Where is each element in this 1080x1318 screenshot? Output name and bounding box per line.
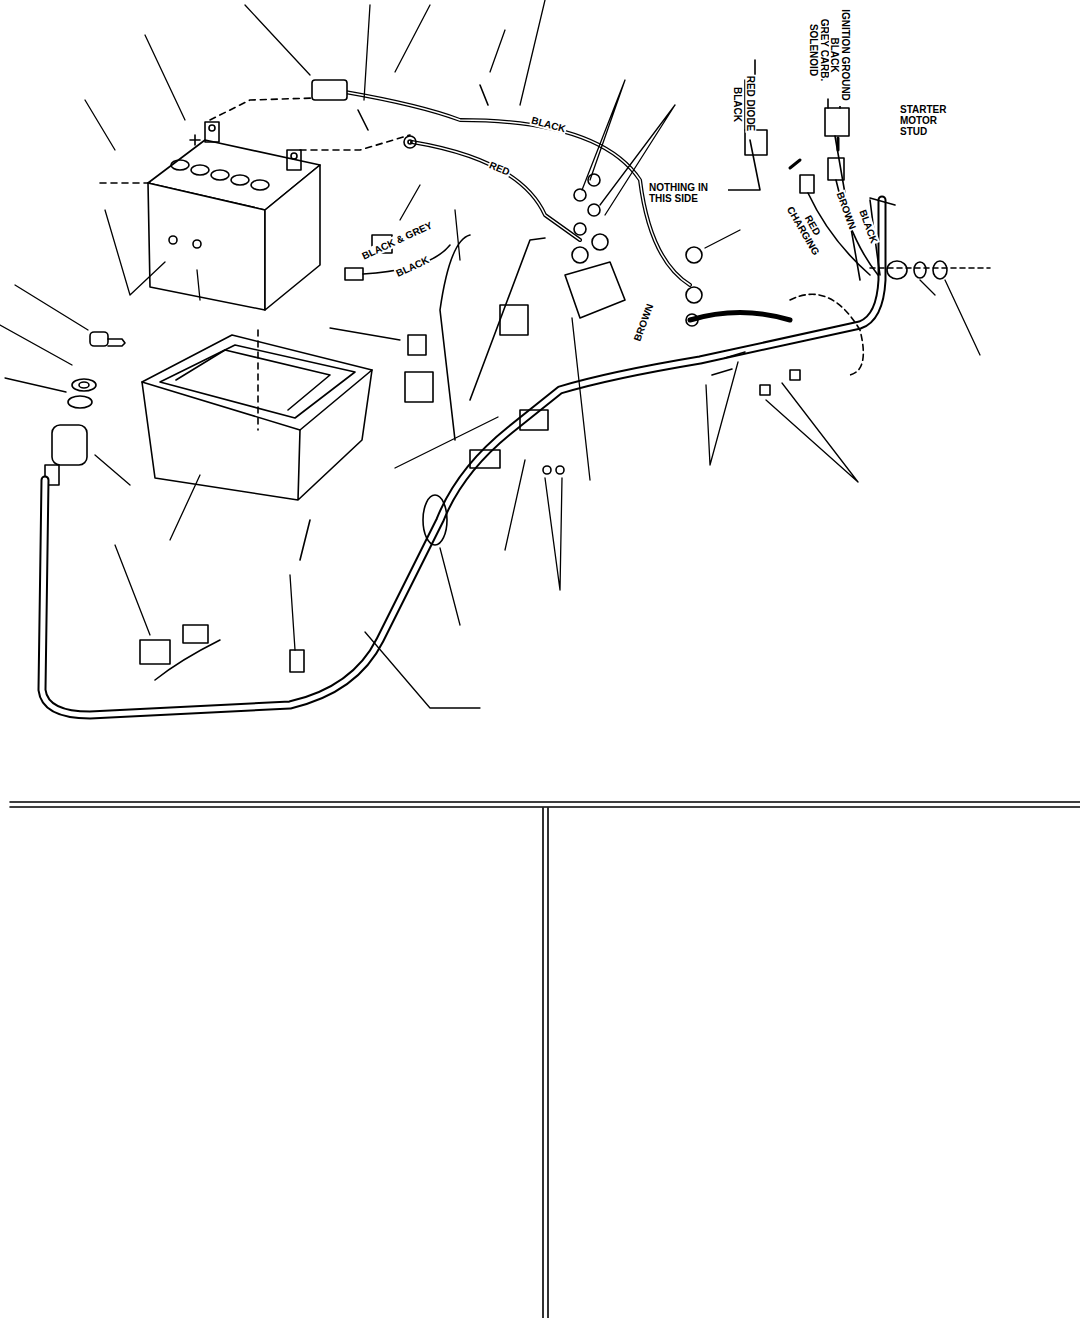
wire-label: NOTHING IN THIS SIDE [648,182,728,204]
wire-label: BLACK [857,207,880,246]
wire-label: RED [487,159,513,178]
wire-label: BLACK [529,114,568,134]
wire-label: RED CHARGING [783,196,833,261]
wire-label: GREY CARB. SOLENOID [807,2,829,99]
wire-label: BLACK [732,86,743,123]
wire-label: BROWN [631,301,655,343]
wire-label: BLACK [393,253,431,279]
wire-label: BROWN [834,189,858,231]
wire-label: RED DIODE [746,74,757,132]
wire-label: IGNITION GROUND BLACK [829,4,851,106]
wire-label: STARTER MOTOR STUD [899,104,957,137]
